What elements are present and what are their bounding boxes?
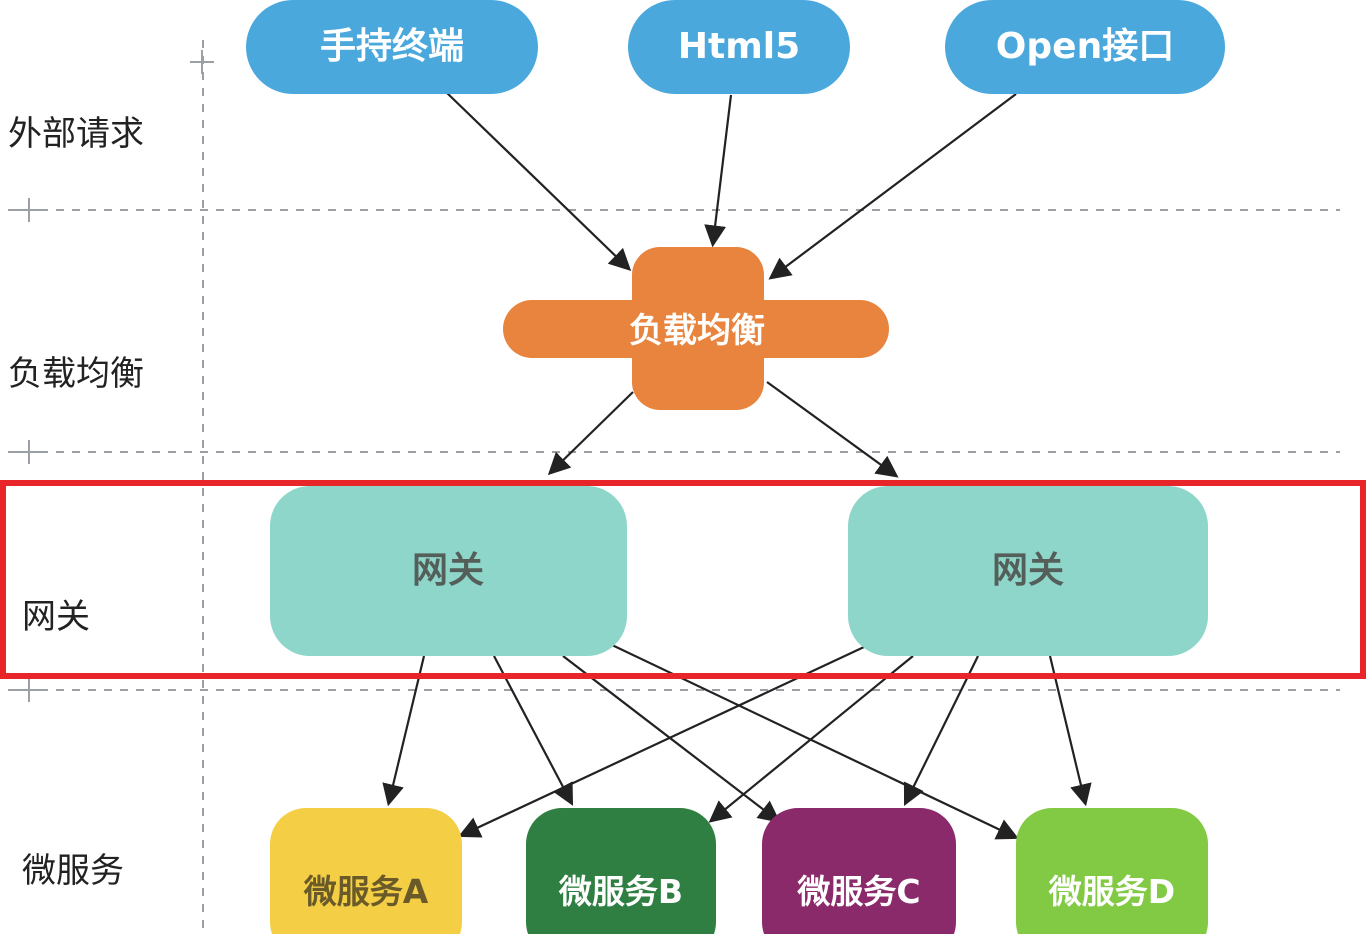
load-balancer-node: 负载均衡 [503,247,889,410]
service-d-box [1016,808,1208,934]
service-b-box [526,808,716,934]
client-mobile-box [246,0,538,94]
arrow-gwr-to-d [1048,655,1092,807]
service-c-box [762,808,956,934]
client-html5-label: Html5 [678,26,800,67]
arrows [382,91,1092,840]
arrow-gwl-to-b [493,655,574,806]
row-label-microservice: 微服务 [22,851,124,891]
arrow-lb-to-gateway-right [766,381,899,478]
service-b-node: 微服务B [526,808,716,934]
client-open-api-node: Open接口 [945,0,1225,94]
row-label-gateway: 网关 [22,597,90,637]
service-c-label: 微服务C [796,872,920,911]
row-label-load-balance: 负载均衡 [8,354,144,394]
arrow-gwr-to-c [903,655,979,806]
gateway-right-node: 网关 [848,486,1208,656]
client-mobile-node: 手持终端 [246,0,538,94]
gateway-highlight-frame [0,480,1366,679]
arrow-html5-to-lb [704,94,733,248]
client-open-api-box [945,0,1225,94]
client-html5-box [628,0,850,94]
client-open-api-label: Open接口 [996,26,1174,67]
service-d-node: 微服务D [1016,808,1208,934]
gateway-right-box [848,486,1208,656]
client-mobile-label: 手持终端 [320,26,464,67]
arrow-mobile-to-lb [445,91,632,272]
arrow-lb-to-gateway-left [547,391,634,476]
service-b-label: 微服务B [558,872,683,911]
service-a-box [270,808,462,934]
arrow-gwl-to-a [382,655,426,807]
gateway-left-box [270,486,627,656]
layer-grid [8,40,1340,934]
row-label-external: 外部请求 [8,114,144,154]
arrow-gwr-to-b [708,655,914,823]
service-d-label: 微服务D [1048,872,1175,911]
gateway-left-label: 网关 [412,550,484,591]
load-balancer-label: 负载均衡 [629,311,765,351]
service-a-node: 微服务A [270,808,462,934]
tick-marks [12,50,214,702]
client-html5-node: Html5 [628,0,850,94]
service-a-label: 微服务A [303,872,429,911]
load-balancer-horizontal [503,300,889,358]
gateway-right-label: 网关 [992,550,1064,591]
service-c-node: 微服务C [762,808,956,934]
gateway-left-node: 网关 [270,486,627,656]
arrow-open-to-lb [768,93,1017,280]
